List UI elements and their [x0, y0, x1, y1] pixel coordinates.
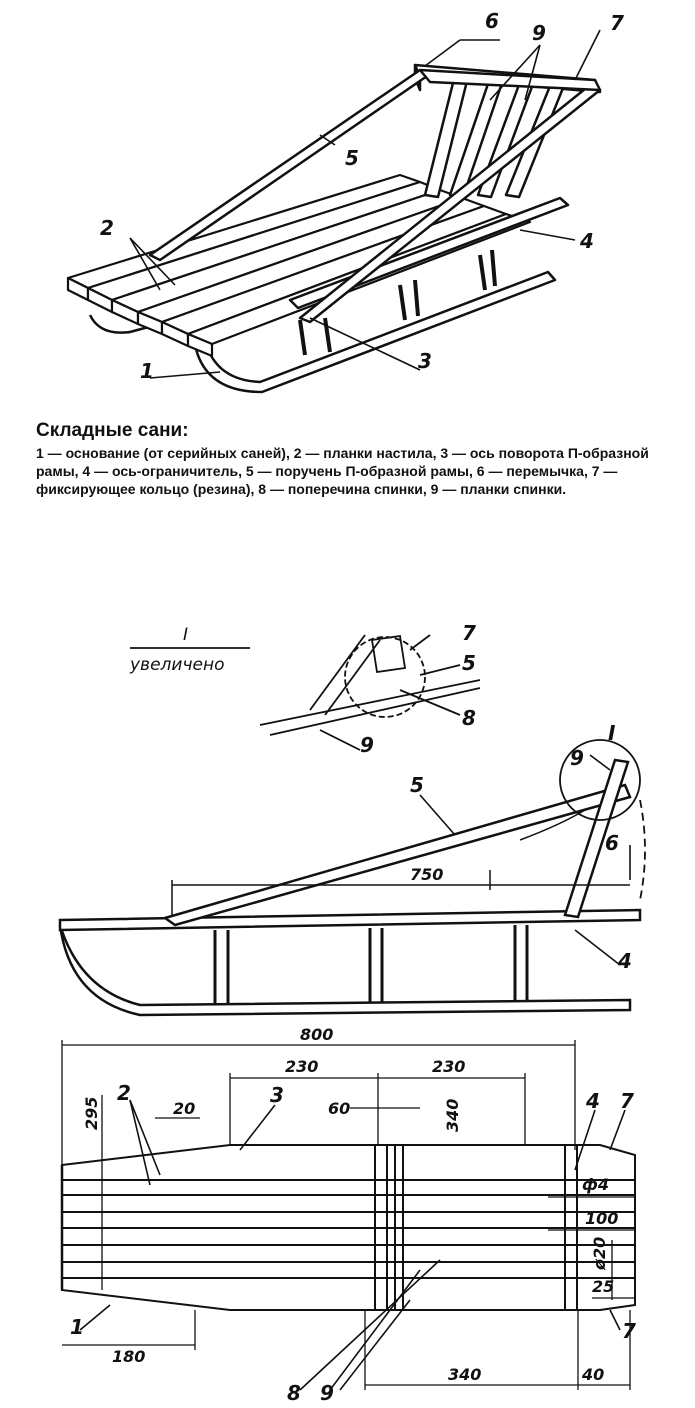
top-leader-lines: [79, 1099, 626, 1391]
isometric-view: 6 9 7 5 2 4 3 1: [66, 9, 624, 394]
dim-180: 180: [112, 1347, 145, 1366]
dim-phi4: ф4: [582, 1175, 609, 1194]
dim-230-right: 230: [432, 1057, 465, 1076]
detail-title-word: увеличено: [129, 655, 224, 675]
detail-view: I увеличено 7 5 8 9: [129, 621, 481, 757]
top-label-1: 1: [70, 1315, 84, 1339]
top-label-7-top: 7: [620, 1089, 634, 1113]
iso-label-9: 9: [532, 21, 546, 45]
side-back-post: [563, 758, 630, 919]
side-label-4: 4: [617, 949, 632, 973]
side-label-6: 6: [605, 831, 619, 855]
iso-label-1: 1: [140, 359, 154, 383]
detail-title-roman: I: [183, 625, 188, 645]
detail-label-8: 8: [462, 706, 476, 730]
iso-leader-lines: [129, 29, 601, 379]
runner-posts: [298, 249, 497, 356]
iso-label-6: 6: [485, 9, 499, 33]
detail-circle: [344, 636, 426, 718]
caption-title: Складные сани:: [36, 420, 189, 441]
top-label-8: 8: [287, 1381, 301, 1405]
side-deck: [58, 908, 642, 932]
dim-60: 60: [328, 1099, 350, 1118]
dim-295: 295: [82, 1097, 101, 1130]
detail-label-5: 5: [462, 651, 476, 675]
dim-20: 20: [173, 1099, 195, 1118]
iso-label-3: 3: [418, 349, 432, 373]
side-section-mark: I: [608, 721, 616, 745]
detail-label-7: 7: [462, 621, 476, 645]
side-runner: [58, 924, 632, 1017]
runner-front: [193, 270, 557, 394]
side-label-9: 9: [570, 746, 584, 770]
side-view: 750 I 9 5 6 4: [58, 721, 646, 1017]
dim-340-top: 340: [443, 1099, 462, 1132]
dim-020: ø20: [590, 1237, 609, 1271]
detail-label-9: 9: [360, 733, 374, 757]
iso-label-5: 5: [345, 146, 359, 170]
dim-25: 25: [592, 1277, 614, 1296]
top-label-2: 2: [117, 1081, 131, 1105]
side-handrail: [162, 783, 632, 927]
iso-label-7: 7: [610, 11, 624, 35]
dim-40: 40: [581, 1365, 604, 1384]
dim-230-left: 230: [285, 1057, 318, 1076]
iso-label-4: 4: [579, 229, 594, 253]
dim-800: 800: [300, 1025, 333, 1044]
dim-100: 100: [585, 1209, 618, 1228]
handrail: [148, 68, 602, 324]
iso-label-2: 2: [100, 216, 114, 240]
top-label-9: 9: [320, 1381, 334, 1405]
side-dim-750: 750: [410, 865, 443, 884]
side-label-5: 5: [410, 773, 424, 797]
top-view: 800 230 230 20 60 340 295 ф4 100 ø20 25 …: [60, 1025, 636, 1405]
deck-slats: [66, 173, 532, 358]
side-posts: [213, 925, 529, 1005]
top-label-7-bottom: 7: [622, 1319, 636, 1343]
dim-340: 340: [448, 1365, 481, 1384]
top-label-3: 3: [270, 1083, 284, 1107]
top-slats: [62, 1179, 635, 1279]
top-label-4: 4: [585, 1089, 600, 1113]
runner-back: [88, 238, 471, 334]
side-detail-circle: [559, 739, 641, 821]
caption-text: 1 — основание (от серийных саней), 2 — п…: [36, 445, 649, 497]
top-dimension-lines: [61, 1040, 635, 1390]
